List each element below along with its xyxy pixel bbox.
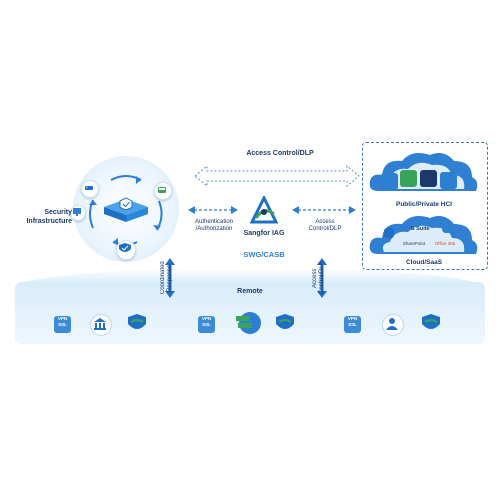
endpoint-shield-3 bbox=[422, 314, 440, 329]
saas-gsuite-label: G Suite bbox=[410, 226, 430, 232]
sangfor-iag-label: Sangfor IAG bbox=[243, 230, 285, 237]
top-arrow-label: Access Control/DLP bbox=[246, 150, 314, 157]
vpn-ssl-icon-3: VPN SSL bbox=[344, 316, 361, 333]
left-vertical-label: Coordinated Response bbox=[160, 261, 173, 295]
monitor-icon bbox=[73, 208, 81, 216]
endpoint-shield-icon bbox=[119, 243, 131, 252]
router-icon-left bbox=[85, 186, 93, 190]
sangfor-iag-logo-icon bbox=[250, 196, 278, 224]
right-dashed-arrow bbox=[292, 206, 356, 214]
saas-office365-label: Office 365 bbox=[434, 241, 456, 246]
user-glyph-3 bbox=[386, 318, 398, 330]
hci-icon-3 bbox=[420, 170, 437, 187]
security-infrastructure-label: Security Infrastructure bbox=[26, 209, 72, 225]
network-globe-icon bbox=[236, 312, 261, 334]
saas-sharepoint-label: SharePoint bbox=[402, 241, 426, 246]
router-icon-right bbox=[158, 187, 166, 193]
right-vertical-label: Access Control/DLP bbox=[312, 261, 325, 295]
left-vertical-arrow bbox=[165, 258, 175, 298]
endpoint-shield-2 bbox=[276, 314, 294, 329]
security-device-icon bbox=[104, 197, 148, 222]
hci-icon-1 bbox=[381, 173, 398, 190]
auth-label: Authentication /Authorization bbox=[194, 219, 234, 232]
hci-icon-2 bbox=[400, 170, 417, 187]
cycle-arrows bbox=[89, 175, 163, 246]
bank-glyph-1 bbox=[94, 318, 106, 330]
saas-icon-box bbox=[384, 228, 394, 238]
user-icon-3 bbox=[382, 314, 404, 336]
saas-icon-onedrive bbox=[442, 225, 452, 233]
right-vertical-arrow bbox=[317, 258, 327, 298]
endpoint-shield-1 bbox=[128, 314, 146, 329]
swg-casb-label: SWG/CASB bbox=[243, 250, 285, 259]
right-access-label: Access Control/DLP bbox=[308, 219, 342, 232]
saas-caption: Cloud/SaaS bbox=[405, 259, 443, 266]
hci-icon-4 bbox=[440, 172, 457, 189]
left-dashed-arrow bbox=[188, 206, 238, 214]
top-double-arrow bbox=[194, 164, 360, 188]
vpn-ssl-icon-1: VPN SSL bbox=[54, 316, 71, 333]
vpn-ssl-icon-2: VPN SSL bbox=[198, 316, 215, 333]
hci-caption: Public/Private HCI bbox=[396, 201, 452, 208]
remote-label: Remote bbox=[237, 288, 263, 295]
